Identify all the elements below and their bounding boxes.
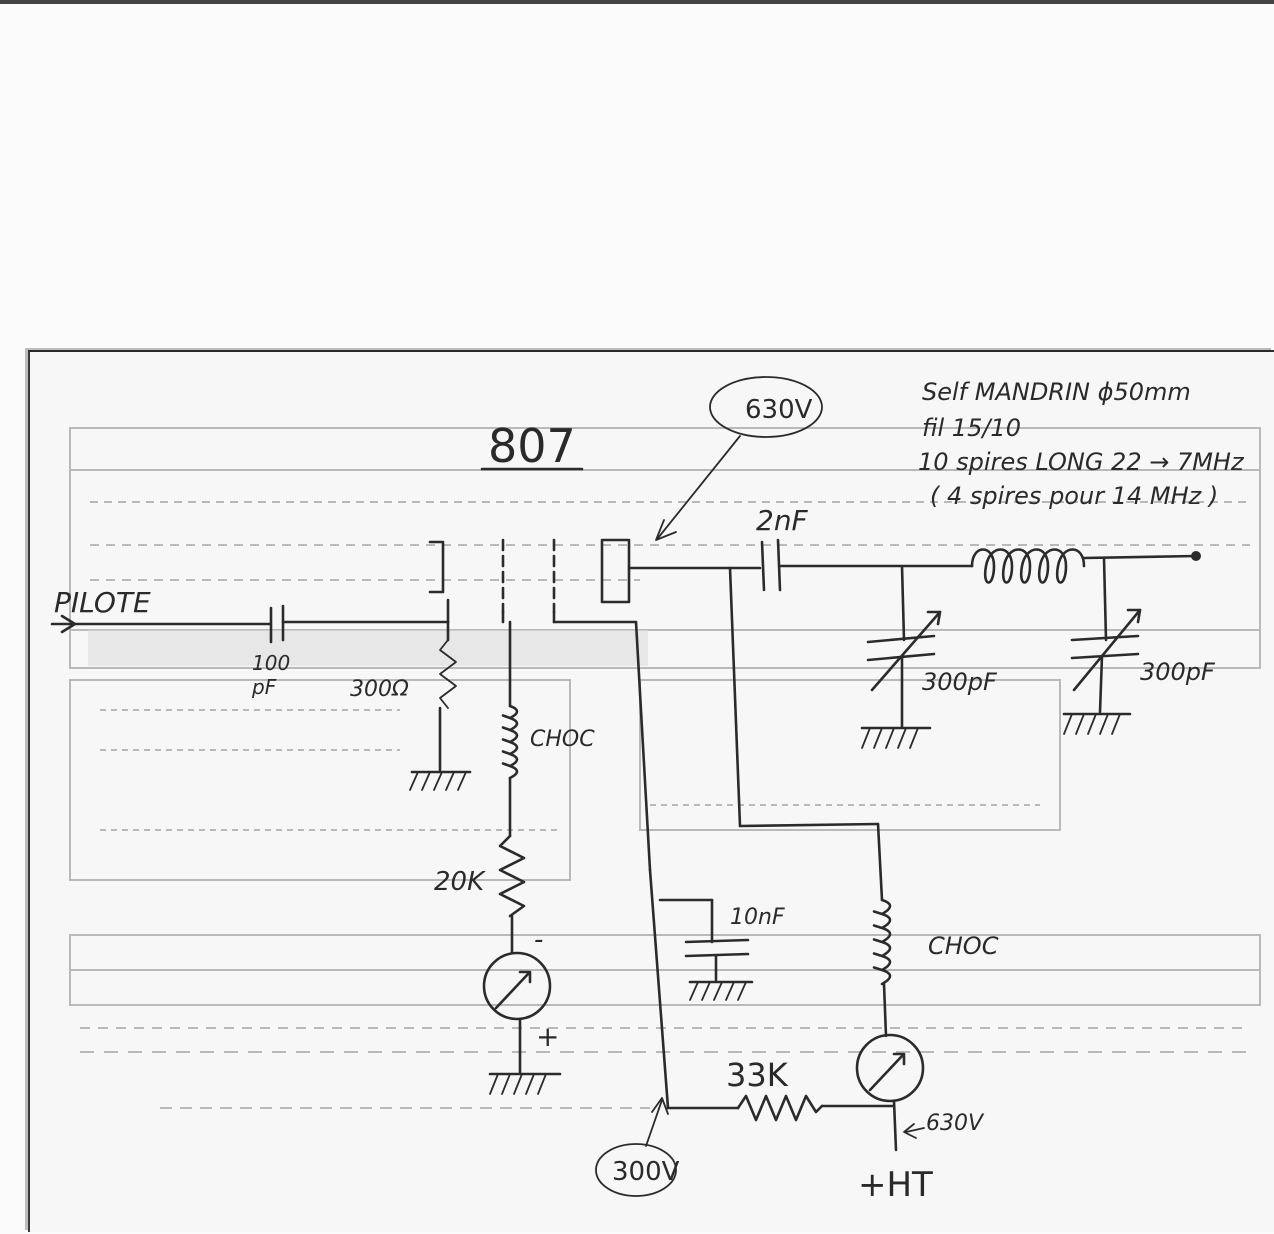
label-300pf-2: 300pF bbox=[1140, 658, 1216, 686]
label-630v-ht: 630V bbox=[926, 1111, 985, 1136]
tank-capacitor-1 bbox=[860, 564, 942, 749]
callout-630v-ht bbox=[903, 1123, 925, 1139]
label-pilote: PILOTE bbox=[54, 586, 151, 619]
screen-feed-wire bbox=[552, 620, 670, 1110]
plate-wire bbox=[627, 566, 884, 902]
tube-807-symbol bbox=[428, 467, 631, 624]
scan-top-edge bbox=[0, 0, 1274, 4]
plate-meter bbox=[855, 1033, 925, 1152]
tank-coil bbox=[970, 548, 1201, 584]
screen-resistor-33k bbox=[666, 1094, 896, 1122]
tank-capacitor-2 bbox=[1062, 556, 1142, 735]
callout-630v-top bbox=[655, 376, 823, 541]
label-coil-line3: 10 spires LONG 22 → 7MHz bbox=[918, 448, 1245, 476]
label-300pf-1: 300pF bbox=[922, 668, 998, 696]
output-terminal-dot bbox=[1191, 551, 1201, 561]
label-choc-plate: CHOC bbox=[928, 932, 999, 960]
label-2nf: 2nF bbox=[756, 504, 809, 537]
input-arrow bbox=[50, 614, 272, 634]
label-meter-minus: - bbox=[534, 925, 543, 955]
label-630v-top: 630V bbox=[745, 395, 813, 425]
label-100pf: 100 pF bbox=[251, 651, 297, 699]
label-20k: 20K bbox=[434, 867, 486, 897]
plate-choke-coil bbox=[872, 898, 892, 1038]
label-100pf-line2: pF bbox=[251, 675, 277, 699]
label-300v: 300V bbox=[612, 1157, 680, 1187]
grid-resistor-20k bbox=[498, 834, 526, 954]
ground-symbol-grid bbox=[409, 770, 472, 791]
label-33k: 33K bbox=[726, 1056, 789, 1094]
label-choc-grid: CHOC bbox=[530, 727, 595, 752]
grid-meter bbox=[482, 951, 552, 1074]
label-coil-line4: ( 4 spires pour 14 MHz ) bbox=[930, 482, 1218, 510]
label-100pf-line1: 100 bbox=[252, 651, 290, 675]
coupling-capacitor bbox=[760, 538, 974, 592]
label-plus-ht: +HT bbox=[858, 1165, 933, 1205]
label-tube-807: 807 bbox=[488, 419, 576, 473]
input-capacitor bbox=[269, 604, 450, 644]
grid-leak-resistor bbox=[438, 620, 457, 772]
label-meter-plus: + bbox=[536, 1020, 559, 1053]
label-10nf: 10nF bbox=[730, 905, 785, 930]
label-300-ohm: 300Ω bbox=[350, 677, 409, 702]
paper-sheet bbox=[28, 350, 1274, 1232]
label-coil-line2: fil 15/10 bbox=[922, 414, 1021, 442]
screen-bypass-capacitor bbox=[658, 898, 754, 1001]
callout-300v bbox=[595, 1097, 677, 1197]
ground-symbol-meter bbox=[488, 1072, 562, 1095]
grid-choke-coil bbox=[501, 620, 519, 838]
label-coil-line1: Self MANDRIN ϕ50mm bbox=[922, 378, 1191, 406]
